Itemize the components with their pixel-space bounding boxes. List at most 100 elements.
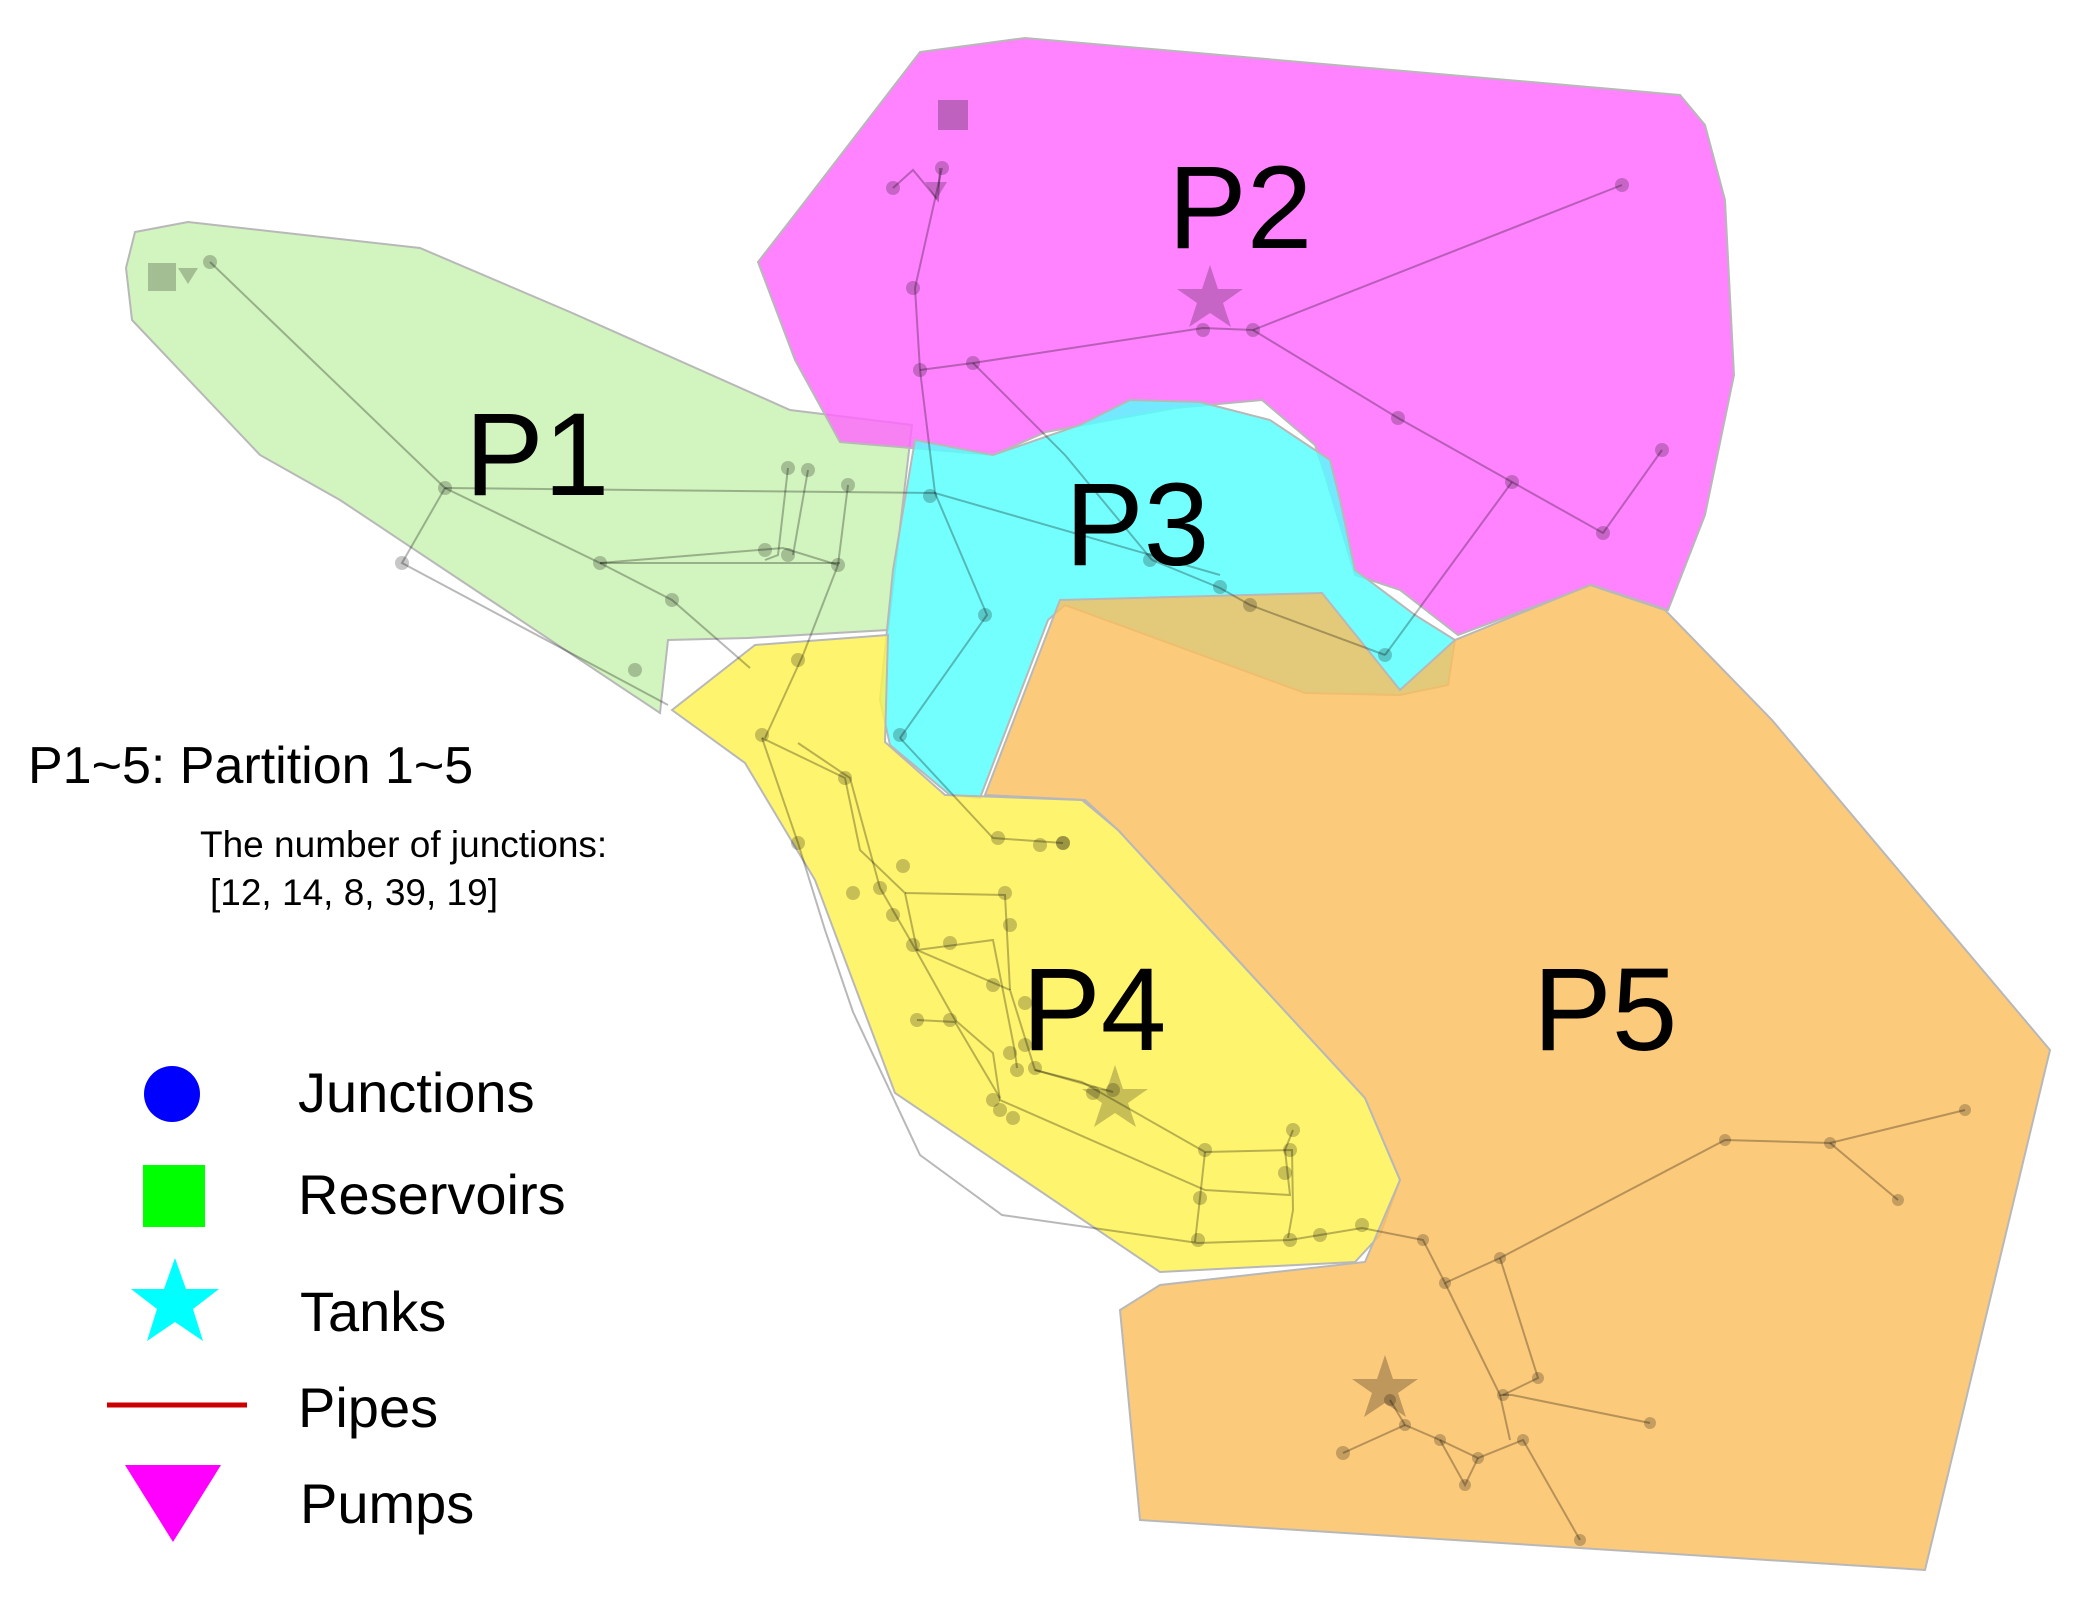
junction-node	[758, 543, 772, 557]
junction-node	[896, 859, 910, 873]
legend-label: Reservoirs	[298, 1163, 566, 1226]
pipe	[1384, 481, 1513, 656]
junction-node	[801, 463, 815, 477]
pipe	[599, 546, 839, 566]
pipe	[209, 261, 840, 564]
junction-node	[1018, 1038, 1032, 1052]
pipe	[919, 326, 1254, 371]
partition-regions	[124, 36, 2052, 1572]
partition-label-p3: P3	[1065, 459, 1209, 591]
legend-label: Pumps	[300, 1472, 474, 1535]
junction-node	[1644, 1417, 1656, 1429]
junction-node	[886, 181, 900, 195]
pipe	[1499, 1394, 1511, 1441]
legend: Junctions Reservoirs Tanks Pipes Pumps	[107, 1061, 566, 1542]
junction-node	[991, 831, 1005, 845]
junction-node	[1191, 1233, 1205, 1247]
junction-node	[906, 938, 920, 952]
legend-item-reservoirs: Reservoirs	[143, 1163, 566, 1227]
junction-node	[1056, 836, 1070, 850]
junction-node	[1246, 323, 1260, 337]
junction-count-values: [12, 14, 8, 39, 19]	[210, 872, 498, 913]
partition-label-p4: P4	[1022, 944, 1166, 1076]
junction-node	[1003, 1046, 1017, 1060]
junction-node	[873, 881, 887, 895]
pipe	[1252, 184, 1623, 331]
junction-node	[1497, 1389, 1509, 1401]
pipe	[904, 892, 1011, 991]
junction-node	[438, 481, 452, 495]
pump-symbol-icon	[125, 1465, 221, 1542]
reservoir-symbol-icon	[143, 1165, 205, 1227]
pipe	[892, 167, 941, 203]
pipe	[1499, 1257, 1540, 1396]
junction-node	[1278, 1166, 1292, 1180]
junction-node	[935, 161, 949, 175]
junction-node	[986, 1093, 1000, 1107]
junction-node	[665, 593, 679, 607]
junction-node	[755, 728, 769, 742]
pipe	[1361, 1109, 1966, 1285]
junction-node	[1384, 1394, 1396, 1406]
junction-node	[1378, 648, 1392, 662]
pipe	[797, 742, 1294, 1197]
junction-node	[1399, 1419, 1411, 1431]
junction-node	[1028, 1061, 1042, 1075]
junction-node	[1283, 1143, 1297, 1157]
pump-marker	[925, 182, 947, 200]
junction-node	[1143, 553, 1157, 567]
junction-node	[1196, 323, 1210, 337]
junction-node	[1959, 1104, 1971, 1116]
pipe	[764, 467, 789, 561]
junction-node	[781, 461, 795, 475]
junction-node	[1892, 1194, 1904, 1206]
pipe	[1439, 1439, 1479, 1488]
junction-node	[886, 908, 900, 922]
pipe	[1829, 1142, 1899, 1201]
junction-node	[1532, 1372, 1544, 1384]
junction-node	[1417, 1234, 1429, 1246]
junction-node	[923, 489, 937, 503]
pipe	[1034, 1069, 1114, 1093]
partition-label-p2: P2	[1168, 142, 1312, 274]
pipe	[1204, 1148, 1295, 1239]
junction-node	[1505, 475, 1519, 489]
legend-item-pumps: Pumps	[125, 1465, 474, 1542]
junction-node	[1391, 411, 1405, 425]
pipe-network	[209, 167, 1966, 1541]
junction-node	[1198, 1143, 1212, 1157]
junction-node	[1355, 1218, 1369, 1232]
junction-nodes	[203, 161, 1971, 1546]
partition-region-p1	[124, 220, 914, 715]
pipe	[764, 484, 849, 739]
pipe	[916, 938, 1018, 1069]
junction-node	[1106, 1083, 1120, 1097]
legend-item-tanks: Tanks	[131, 1258, 446, 1343]
junction-node	[831, 558, 845, 572]
junction-node	[1213, 580, 1227, 594]
junction-count-title: The number of junctions:	[200, 824, 607, 865]
partition-label-p1: P1	[465, 389, 609, 521]
junction-node	[966, 356, 980, 370]
pipe	[899, 167, 989, 739]
junction-node	[1434, 1434, 1446, 1446]
junction-node	[943, 1013, 957, 1027]
junction-node	[1033, 838, 1047, 852]
junction-node	[1193, 1191, 1207, 1205]
partition-caption: P1~5: Partition 1~5	[28, 737, 473, 795]
junction-node	[846, 886, 860, 900]
pipe	[1151, 559, 1386, 656]
junction-node	[1574, 1534, 1586, 1546]
junction-node	[1010, 1063, 1024, 1077]
partition-labels: P1 P2 P3 P4 P5	[465, 142, 1677, 1076]
reservoir-marker	[938, 100, 968, 130]
junction-node	[203, 255, 217, 269]
junction-node	[1086, 1086, 1100, 1100]
junction-node	[1472, 1452, 1484, 1464]
tank-symbol-icon	[131, 1258, 219, 1341]
legend-label: Tanks	[300, 1280, 446, 1343]
junction-node	[791, 836, 805, 850]
pipe	[761, 737, 1363, 1245]
junction-node	[906, 281, 920, 295]
legend-label: Junctions	[298, 1061, 535, 1124]
